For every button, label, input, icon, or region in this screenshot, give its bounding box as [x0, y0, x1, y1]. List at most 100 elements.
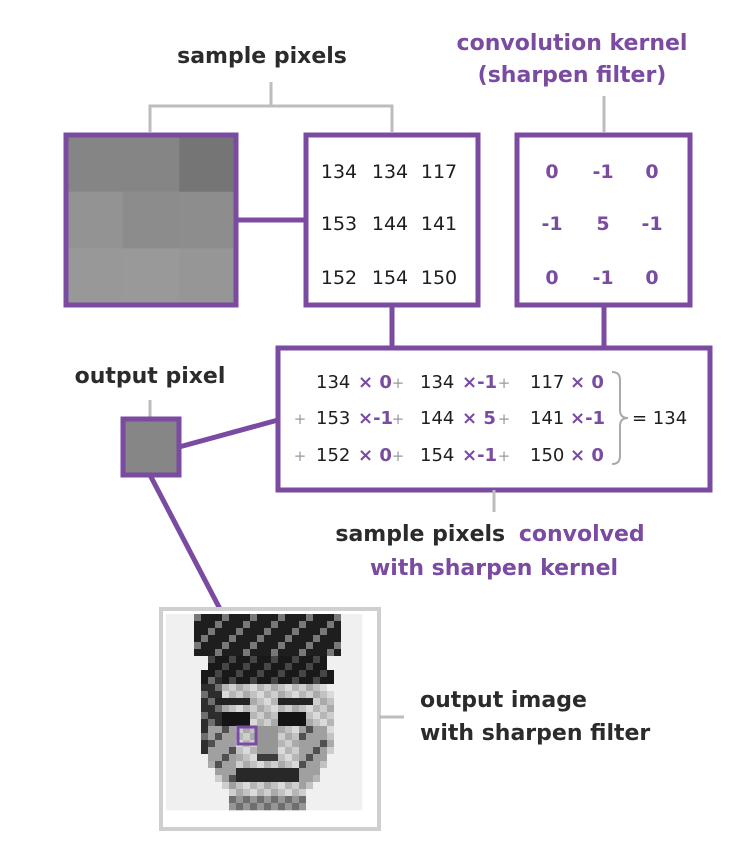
face-pixel: [341, 747, 349, 755]
face-pixel: [250, 691, 258, 699]
face-pixel: [278, 775, 286, 783]
kernel-value: -1: [641, 213, 662, 235]
face-pixel: [208, 649, 216, 657]
face-pixel: [257, 705, 265, 713]
face-pixel: [236, 635, 244, 643]
face-pixel: [215, 775, 223, 783]
face-pixel: [173, 726, 181, 734]
face-pixel: [180, 747, 188, 755]
face-pixel: [285, 670, 293, 678]
face-pixel: [306, 789, 314, 797]
face-pixel: [243, 670, 251, 678]
face-pixel: [187, 642, 195, 650]
face-pixel: [236, 754, 244, 762]
face-pixel: [264, 768, 272, 776]
face-pixel: [222, 642, 230, 650]
face-pixel: [264, 712, 272, 720]
equation-kernel-weight: × 0: [570, 445, 604, 466]
face-pixel: [306, 740, 314, 748]
face-pixel: [243, 733, 251, 741]
face-pixel: [229, 677, 237, 685]
face-pixel: [250, 649, 258, 657]
face-pixel: [173, 740, 181, 748]
face-pixel: [180, 789, 188, 797]
face-pixel: [299, 733, 307, 741]
face-pixel: [243, 677, 251, 685]
face-pixel: [208, 775, 216, 783]
face-pixel: [271, 635, 279, 643]
face-pixel: [215, 726, 223, 734]
face-pixel: [327, 677, 335, 685]
face-pixel: [180, 726, 188, 734]
face-pixel: [215, 642, 223, 650]
face-pixel: [194, 803, 202, 811]
face-pixel: [327, 663, 335, 671]
face-pixel: [348, 642, 356, 650]
face-pixel: [250, 782, 258, 790]
face-pixel: [166, 789, 174, 797]
face-pixel: [278, 684, 286, 692]
face-pixel: [320, 726, 328, 734]
face-pixel: [320, 642, 328, 650]
face-pixel: [187, 635, 195, 643]
face-pixel: [194, 782, 202, 790]
face-pixel: [285, 782, 293, 790]
face-pixel: [194, 712, 202, 720]
face-pixel: [278, 712, 286, 720]
face-pixel: [166, 712, 174, 720]
face-pixel: [299, 768, 307, 776]
face-pixel: [355, 677, 363, 685]
face-pixel: [327, 803, 335, 811]
face-pixel: [166, 782, 174, 790]
face-pixel: [320, 663, 328, 671]
face-pixel: [166, 761, 174, 769]
face-pixel: [271, 698, 279, 706]
face-pixel: [271, 803, 279, 811]
face-pixel: [173, 635, 181, 643]
face-pixel: [222, 719, 230, 727]
face-pixel: [341, 754, 349, 762]
face-pixel: [271, 768, 279, 776]
face-pixel: [264, 649, 272, 657]
face-pixel: [341, 656, 349, 664]
face-pixel: [208, 747, 216, 755]
face-pixel: [208, 663, 216, 671]
face-pixel: [320, 705, 328, 713]
face-pixel: [243, 684, 251, 692]
face-pixel: [348, 649, 356, 657]
equation-operator: +: [498, 374, 511, 392]
face-pixel: [194, 635, 202, 643]
face-pixel: [250, 684, 258, 692]
sample-patch-cell: [66, 248, 124, 306]
face-pixel: [341, 782, 349, 790]
face-pixel: [341, 663, 349, 671]
equation-kernel-weight: ×-1: [570, 408, 605, 429]
face-pixel: [334, 642, 342, 650]
face-pixel: [243, 761, 251, 769]
equation-kernel-weight: × 5: [462, 408, 496, 429]
face-pixel: [320, 754, 328, 762]
face-pixel: [355, 642, 363, 650]
sample-value: 154: [372, 267, 408, 289]
convolved-prefix: sample pixels: [335, 522, 505, 547]
face-pixel: [292, 642, 300, 650]
face-pixel: [299, 642, 307, 650]
face-pixel: [341, 761, 349, 769]
face-pixel: [222, 614, 230, 622]
face-pixel: [257, 698, 265, 706]
face-pixel: [348, 698, 356, 706]
face-pixel: [285, 614, 293, 622]
face-pixel: [278, 782, 286, 790]
face-pixel: [180, 670, 188, 678]
face-pixel: [299, 649, 307, 657]
face-pixel: [264, 747, 272, 755]
face-pixel: [278, 789, 286, 797]
face-pixel: [306, 761, 314, 769]
face-pixel: [208, 719, 216, 727]
equation-kernel-weight: ×-1: [358, 408, 393, 429]
face-pixel: [334, 733, 342, 741]
face-pixel: [348, 663, 356, 671]
face-pixel: [264, 782, 272, 790]
face-pixel: [187, 614, 195, 622]
